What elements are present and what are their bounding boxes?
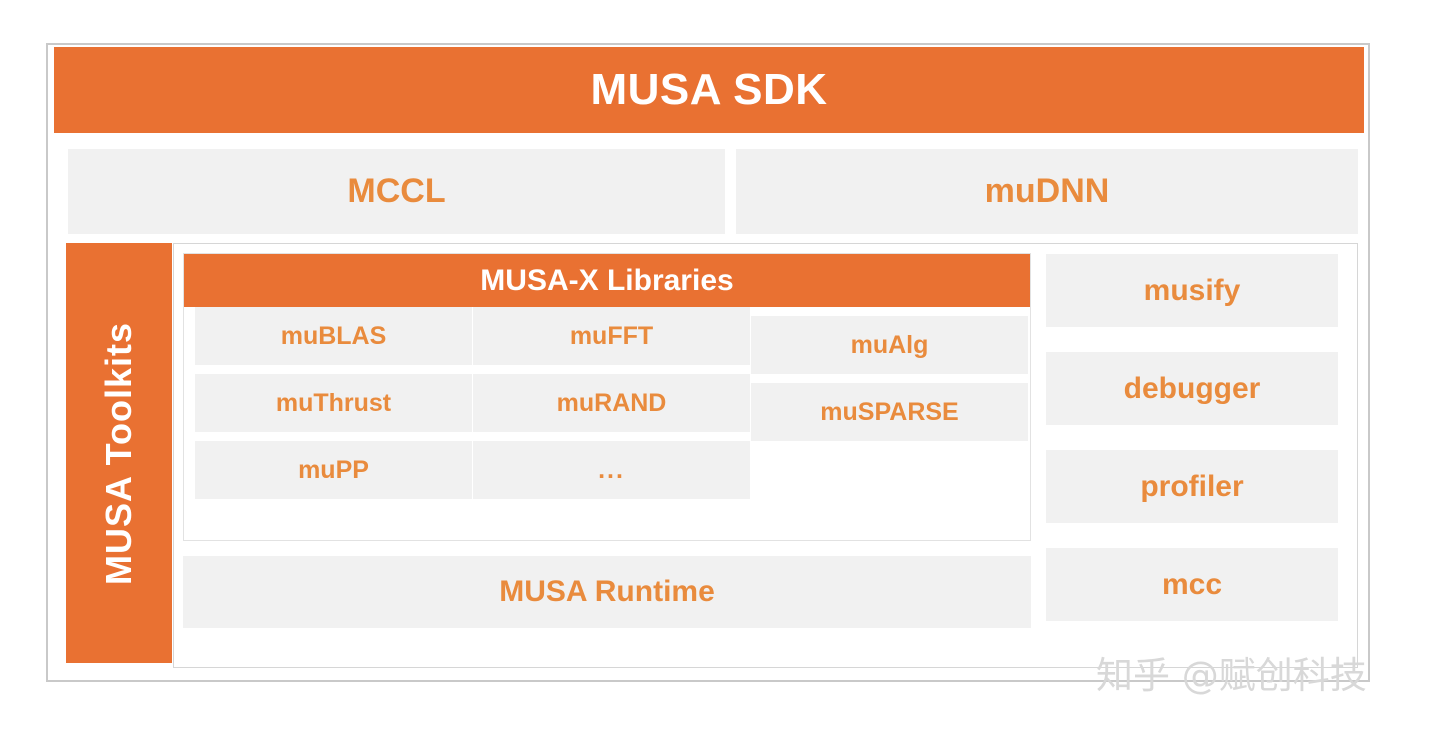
library-cell-placeholder [751,450,1028,508]
library-label: muPP [298,455,369,484]
library-label: muSPARSE [820,397,959,426]
library-label: muAlg [850,330,929,359]
library-label: muFFT [569,321,654,350]
library-cell-more[interactable]: ... [473,441,750,499]
library-label: ... [598,455,625,484]
library-cell-murand[interactable]: muRAND [473,374,750,432]
musa-toolkits-label: MUSA Toolkits [98,321,139,585]
library-cell-mufft[interactable]: muFFT [473,307,750,365]
libraries-column-1: muBLAS muThrust muPP [195,307,472,508]
musa-x-libraries-panel: MUSA-X Libraries muBLAS muThrust muPP [183,253,1031,541]
library-label: muThrust [275,388,392,417]
tool-label: debugger [1123,371,1261,405]
tool-mcc[interactable]: mcc [1046,548,1338,621]
libraries-grid: muBLAS muThrust muPP muFFT [184,307,1030,542]
library-cell-musparse[interactable]: muSPARSE [751,383,1028,441]
tool-profiler[interactable]: profiler [1046,450,1338,523]
tool-label: profiler [1140,469,1244,503]
toolkits-section: MUSA Toolkits MUSA-X Libraries muBLAS mu… [66,243,1358,668]
block-mudnn[interactable]: muDNN [736,149,1358,234]
musa-toolkits-sidebar: MUSA Toolkits [66,243,172,663]
musa-x-libraries-header: MUSA-X Libraries [184,254,1030,307]
musa-x-libraries-title: MUSA-X Libraries [480,263,734,297]
tool-musify[interactable]: musify [1046,254,1338,327]
top-library-row: MCCL muDNN [68,149,1358,234]
sdk-banner: MUSA SDK [54,47,1364,133]
musa-sdk-diagram: MUSA SDK MCCL muDNN MUSA Toolkits MUSA-X… [46,43,1370,682]
tool-label: musify [1143,273,1241,307]
tool-label: mcc [1161,567,1223,601]
libraries-column-3: muAlg muSPARSE [751,316,1028,517]
library-cell-muthrust[interactable]: muThrust [195,374,472,432]
block-mccl-label: MCCL [347,172,446,210]
library-label: muRAND [556,388,667,417]
library-cell-mupp[interactable]: muPP [195,441,472,499]
block-mccl[interactable]: MCCL [68,149,725,234]
toolkits-inner-frame: MUSA-X Libraries muBLAS muThrust muPP [173,243,1358,668]
library-cell-mublas[interactable]: muBLAS [195,307,472,365]
block-musa-runtime-label: MUSA Runtime [499,575,715,608]
library-label: muBLAS [280,321,387,350]
libraries-column-2: muFFT muRAND ... [473,307,750,508]
block-musa-runtime[interactable]: MUSA Runtime [183,556,1031,628]
block-mudnn-label: muDNN [984,172,1110,210]
library-cell-mualg[interactable]: muAlg [751,316,1028,374]
tool-debugger[interactable]: debugger [1046,352,1338,425]
tools-column: musify debugger profiler mcc [1046,254,1338,646]
page-title: MUSA SDK [590,65,828,114]
